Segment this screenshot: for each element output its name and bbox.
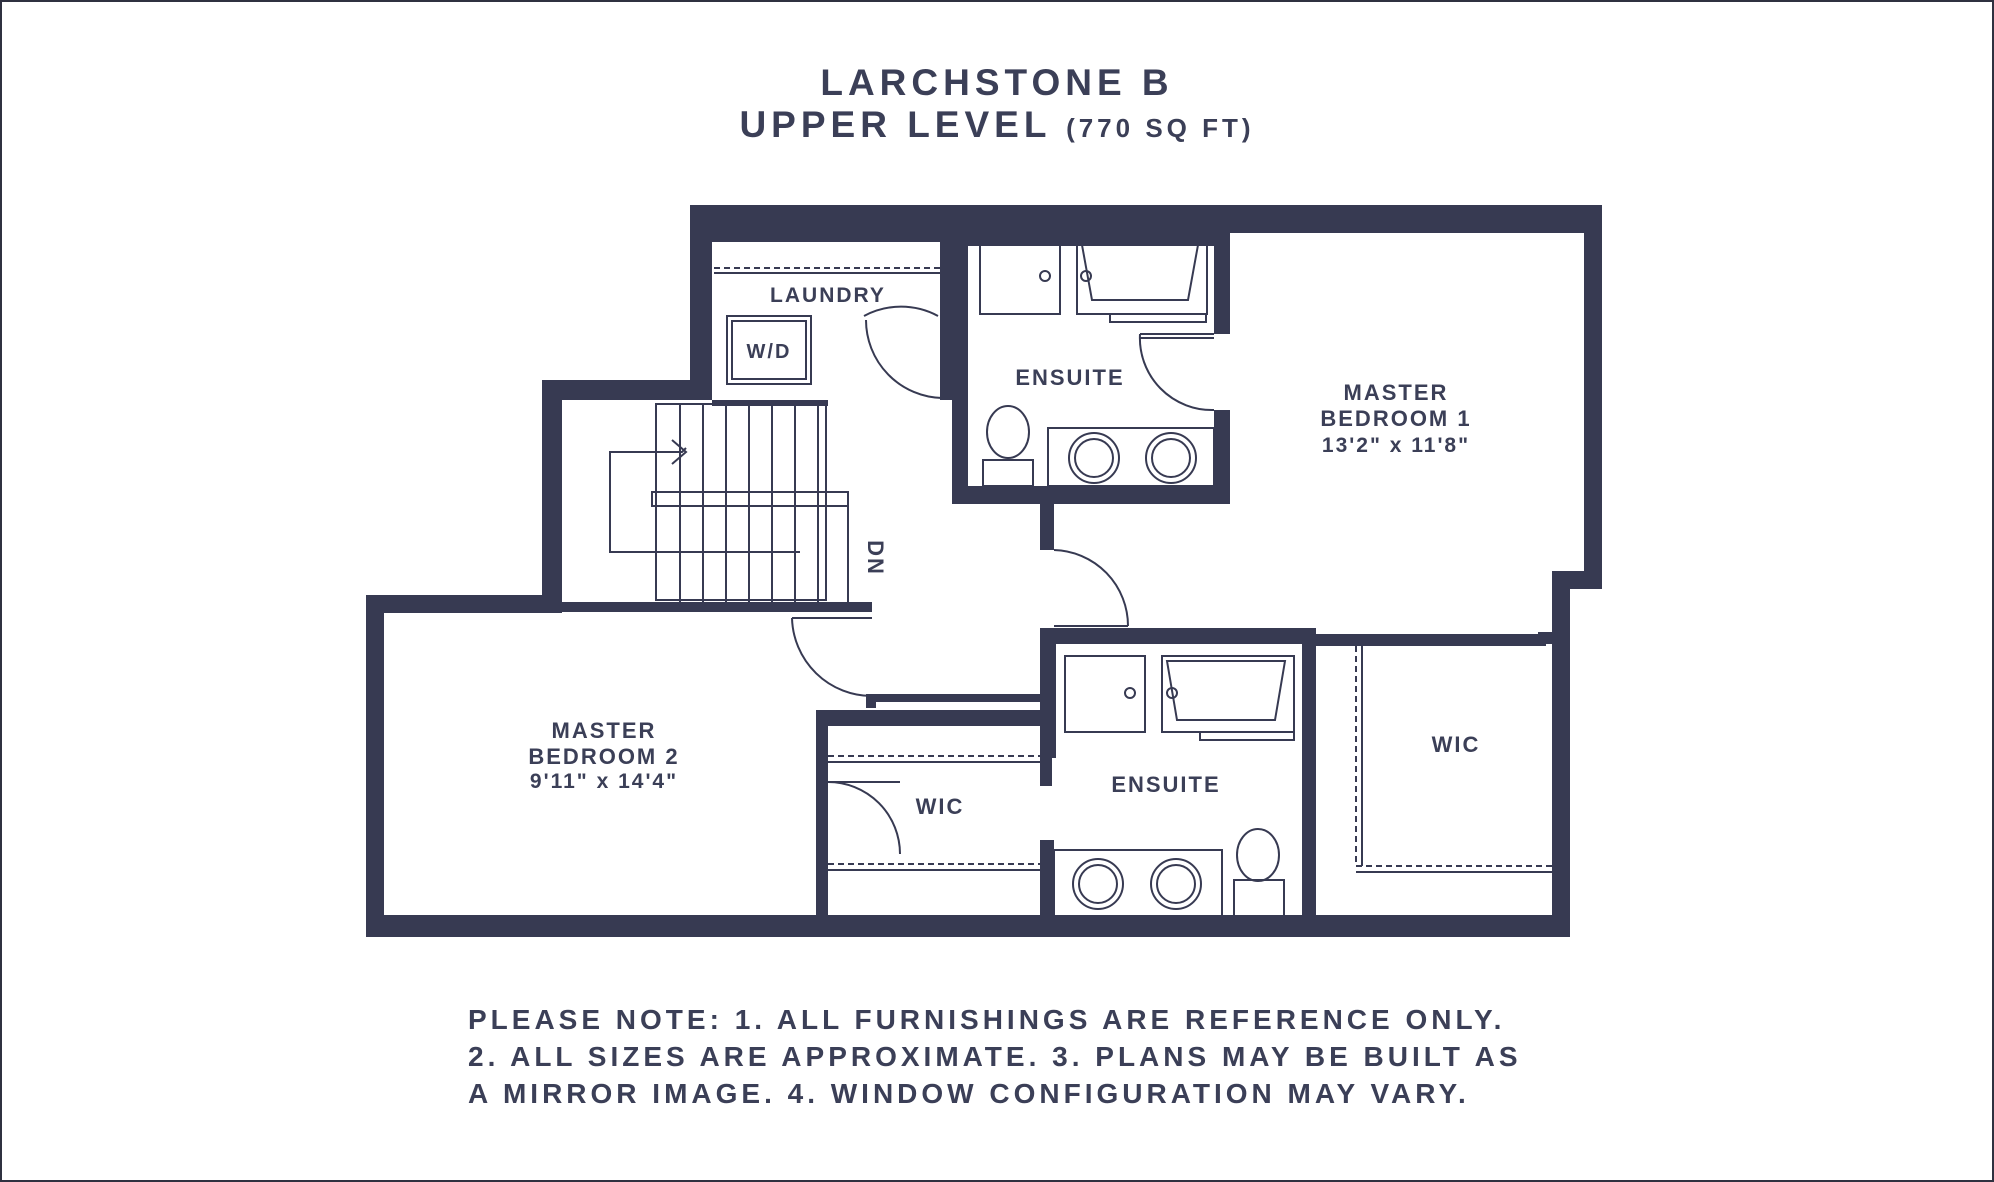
laundry-label: LAUNDRY: [770, 284, 886, 307]
master1-size: 13'2" x 11'8": [1322, 434, 1470, 457]
note-line-3: A MIRROR IMAGE. 4. WINDOW CONFIGURATION …: [468, 1078, 1470, 1109]
ensuite-bottom-label: ENSUITE: [1111, 772, 1220, 797]
plan-title: LARCHSTONE B: [820, 62, 1174, 103]
washer-dryer-label: W/D: [747, 341, 792, 363]
note-line-1: PLEASE NOTE: 1. ALL FURNISHINGS ARE REFE…: [468, 1004, 1506, 1035]
area-label: (770 SQ FT): [1066, 113, 1255, 143]
ensuite-top-label: ENSUITE: [1015, 365, 1124, 390]
level-label: UPPER LEVEL: [739, 104, 1051, 145]
stairs-down-label: DN: [863, 540, 888, 576]
master2-name-line1: MASTER: [552, 718, 657, 743]
master2-size: 9'11" x 14'4": [530, 770, 678, 793]
walls: [366, 205, 1602, 937]
master1-name-line1: MASTER: [1344, 380, 1449, 405]
plan-subtitle: UPPER LEVEL (770 SQ FT): [0, 104, 1994, 146]
fixtures: [367, 239, 1601, 917]
note-line-2: 2. ALL SIZES ARE APPROXIMATE. 3. PLANS M…: [468, 1041, 1522, 1072]
master1-name-line2: BEDROOM 1: [1320, 406, 1471, 431]
wic-left-label: WIC: [916, 794, 965, 819]
master2-name-line2: BEDROOM 2: [528, 744, 679, 769]
wic-right-label: WIC: [1432, 732, 1481, 757]
